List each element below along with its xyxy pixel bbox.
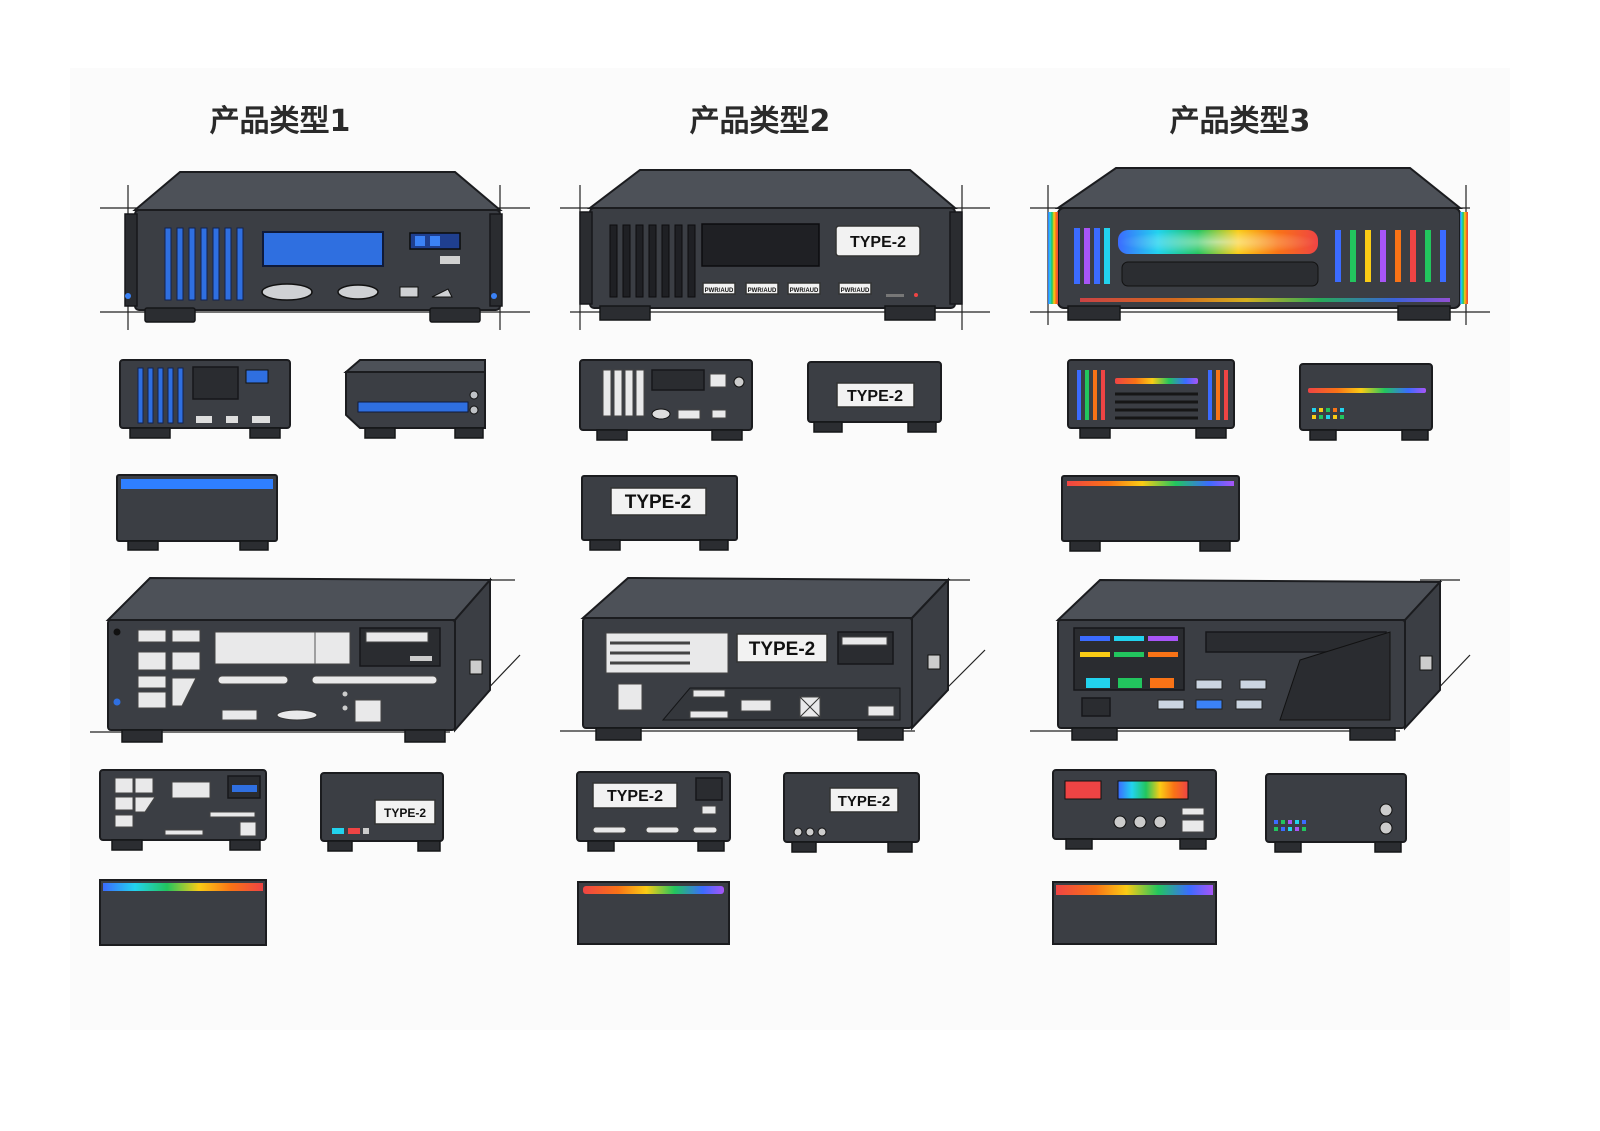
port-label: PWR/AUD [748, 288, 777, 294]
mini-unit-type2-c: TYPE-2 [576, 771, 731, 852]
rack-server-type-1 [100, 171, 530, 330]
port-label: PWR/AUD [841, 288, 870, 294]
rgb-panel-top-3 [1052, 881, 1217, 945]
desktop-server-type-1 [90, 576, 521, 743]
type2-label: TYPE-2 [749, 639, 816, 660]
mini-unit-type2-d: TYPE-2 [783, 772, 920, 853]
type2-label: TYPE-2 [847, 388, 903, 405]
desktop-server-type-3 [1030, 578, 1471, 741]
rack-server-type-3 [1030, 167, 1490, 325]
rgb-panel-top-2 [577, 881, 730, 945]
mini-unit-type2-b: TYPE-2 [581, 475, 738, 551]
mini-unit-rgb-ports [1052, 769, 1217, 850]
vent-slots [164, 227, 244, 301]
mini-unit-rgb-top [1061, 475, 1240, 552]
type2-label: TYPE-2 [607, 788, 663, 805]
mini-unit-type2-label: TYPE-2 [320, 772, 444, 852]
rack-server-type-2: TYPE-2 PWR/AUD PWR/AUD PWR/AUD PWR/AUD [560, 169, 990, 330]
desktop-server-type-2: TYPE-2 [560, 576, 986, 741]
type2-label: TYPE-2 [850, 234, 906, 251]
type2-label: TYPE-2 [384, 806, 426, 820]
mini-unit-rgb-keypad [1299, 363, 1433, 441]
column-title-type-3: 产品类型3 [1169, 104, 1311, 139]
mini-unit-rgb-front [1067, 359, 1235, 439]
port-label: PWR/AUD [705, 288, 734, 294]
type2-label: TYPE-2 [838, 793, 891, 810]
column-title-type-2: 产品类型2 [689, 104, 831, 139]
mini-unit-top-view [116, 474, 278, 551]
mini-unit-type2-a: TYPE-2 [807, 361, 942, 433]
mini-unit-rgb-dial [1265, 773, 1407, 853]
port-label: PWR/AUD [790, 288, 819, 294]
mini-unit-angled [343, 359, 486, 439]
mini-unit-front [119, 359, 291, 439]
mini-unit-front-2 [579, 359, 753, 441]
rgb-panel-top [99, 879, 267, 946]
lcd-display [262, 231, 384, 267]
column-title-type-1: 产品类型1 [209, 104, 351, 139]
mini-unit-ports [99, 769, 267, 851]
type2-label: TYPE-2 [625, 492, 692, 513]
